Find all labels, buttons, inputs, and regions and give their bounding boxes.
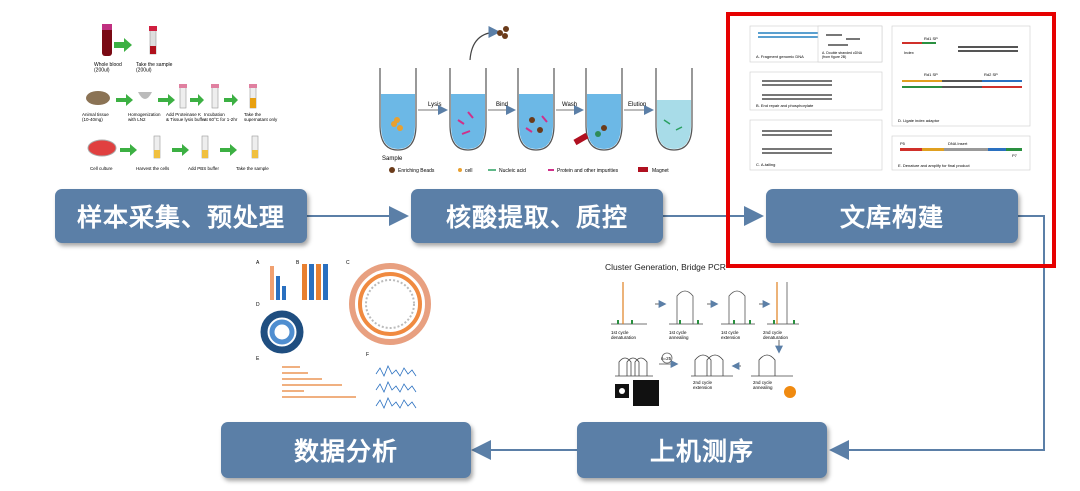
lib-label-c: C. A-tailing [756,162,775,167]
lib-label-rd1: Rd1 SP [924,72,938,77]
lib-label-a2: A. Double stranded cDNA(from figure 2B) [822,51,863,59]
sample-label-add-pbs: Add PBS buffer [188,166,219,171]
sequencing-row-1 [611,282,799,325]
legend-nucleic-acid: Nucleic acid [499,168,526,174]
lib-label-p7: P7 [1012,153,1018,158]
analysis-panel-f: F [366,352,369,358]
extraction-illustration: Sample Lysis Bind Wash Elution Enriching… [379,26,693,174]
library-highlight-frame [726,12,1056,268]
extraction-label-wash: Wash [562,102,577,108]
lib-label-e: E. Denature and amplify for final produc… [898,163,970,168]
step-library-construction[interactable]: 文库构建 [766,189,1018,243]
analysis-illustration: A B C D E F [256,260,431,409]
sequencing-title: Cluster Generation, Bridge PCR [605,262,726,272]
sample-collection-illustration: Whole blood(200ul) Take the sample(200ul… [82,24,278,171]
legend-cell: cell [465,168,473,174]
lib-label-b: B. End repair and phosphorylate [756,103,814,108]
tube-sample [379,68,417,151]
extraction-label-bind: Bind [496,102,508,108]
lib-label-rd2: Rd2 SP [984,72,998,77]
analysis-panel-a: A [256,260,260,266]
legend-protein: Protein and other impurities [557,168,619,174]
step-data-analysis[interactable]: 数据分析 [221,422,471,478]
sample-label-cell-culture: Cell culture [90,166,113,171]
tube-lysis [449,68,487,151]
analysis-panel-c: C [346,260,350,266]
seq-label-repeat: n=25 [661,356,672,361]
sample-label-harvest-cells: Harvest the cells [136,166,170,171]
lib-label-d: D. Ligate index adaptor [898,118,940,123]
extraction-label-lysis: Lysis [428,102,441,108]
analysis-panel-b: B [296,260,300,266]
lib-label-p5: P5 [900,141,906,146]
step-sample-collection[interactable]: 样本采集、预处理 [55,189,307,243]
sample-label-take-sample-2: Take the sample [236,166,269,171]
lib-label-rd1-top: Rd1 SP [924,36,938,41]
tube-wash [573,68,623,151]
lib-label-dna-insert: DNA Insert [948,141,968,146]
sequencing-row-2 [615,352,793,377]
sample-label-animal-tissue: Animal tissue(10-40mg) [82,112,109,122]
sequencing-illustration: Cluster Generation, Bridge PCR 1st cycle… [605,262,799,406]
sample-label-take-sample: Take the sample(200ul) [136,62,173,74]
library-illustration: A. Fragment genomic DNA A. Double strand… [749,25,1031,171]
extraction-label-elution: Elution [628,102,646,108]
step-nucleic-extraction[interactable]: 核酸提取、质控 [411,189,663,243]
sample-label-whole-blood: Whole blood(200ul) [94,62,122,74]
step-sequencing[interactable]: 上机测序 [577,422,827,478]
lib-label-index: Index [904,50,914,55]
arrow-library-to-sequencing [829,215,1045,460]
sample-label-proteinase: Add Proteinase K& Tissue lysis buffer [166,112,206,122]
tube-bind [517,68,555,151]
tube-elution [655,68,693,151]
legend-beads: Enriching Beads [398,168,435,174]
lib-label-a: A. Fragment genomic DNA [756,54,804,59]
legend-magnet: Magnet [652,168,669,174]
analysis-panel-e: E [256,356,260,362]
analysis-panel-d: D [256,302,260,308]
extraction-label-sample: Sample [382,156,403,162]
